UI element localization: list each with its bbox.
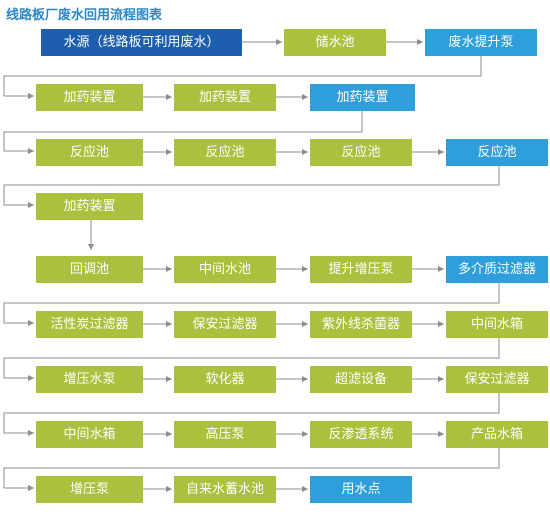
node-reaction-tank-2: 反应池 — [174, 139, 276, 166]
wrap-r5-r6 — [3, 283, 500, 326]
diagram-title: 线路板厂废水回用流程图表 — [6, 8, 163, 23]
node-dosing-device-3: 加药装置 — [310, 84, 415, 111]
node-security-filter-1: 保安过滤器 — [174, 311, 276, 338]
node-water-point: 用水点 — [310, 476, 412, 503]
wrap-r2-r3 — [3, 111, 363, 154]
node-reaction-tank-1: 反应池 — [36, 139, 143, 166]
node-booster-lift-pump: 提升增压泵 — [310, 256, 412, 283]
node-intermediate-tank-2: 中间水箱 — [36, 421, 143, 448]
node-multimedia-filter: 多介质过滤器 — [446, 256, 548, 283]
node-product-water-tank: 产品水箱 — [446, 421, 548, 448]
node-ultrafiltration: 超滤设备 — [310, 366, 412, 393]
node-intermediate-tank-1: 中间水箱 — [446, 311, 548, 338]
node-reaction-tank-3: 反应池 — [310, 139, 412, 166]
node-security-filter-2: 保安过滤器 — [446, 366, 548, 393]
node-booster-water-pump: 增压水泵 — [36, 366, 143, 393]
node-dosing-device-1: 加药装置 — [36, 84, 143, 111]
node-intermediate-pool: 中间水池 — [174, 256, 276, 283]
node-storage-tank: 储水池 — [284, 29, 386, 56]
node-regulating-tank: 回调池 — [36, 256, 143, 283]
wrap-r7-r8 — [3, 393, 500, 436]
node-tap-water-reservoir: 自来水蓄水池 — [174, 476, 276, 503]
node-uv-sterilizer: 紫外线杀菌器 — [310, 311, 412, 338]
node-wastewater-lift-pump: 废水提升泵 — [425, 29, 537, 56]
wrap-r6-r7 — [3, 338, 500, 381]
node-dosing-device-2: 加药装置 — [174, 84, 276, 111]
wrap-r8-r9 — [3, 448, 500, 491]
node-reverse-osmosis: 反渗透系统 — [310, 421, 412, 448]
node-softener: 软化器 — [174, 366, 276, 393]
node-booster-pump: 增压泵 — [36, 476, 143, 503]
wrap-r1-r2 — [3, 56, 482, 99]
node-activated-carbon-filter: 活性炭过滤器 — [36, 311, 143, 338]
node-reaction-tank-4: 反应池 — [446, 139, 548, 166]
node-high-pressure-pump: 高压泵 — [174, 421, 276, 448]
wrap-r3-r4 — [3, 166, 500, 208]
node-water-source: 水源（线路板可利用废水） — [41, 29, 242, 56]
node-dosing-device-4: 加药装置 — [36, 193, 143, 220]
